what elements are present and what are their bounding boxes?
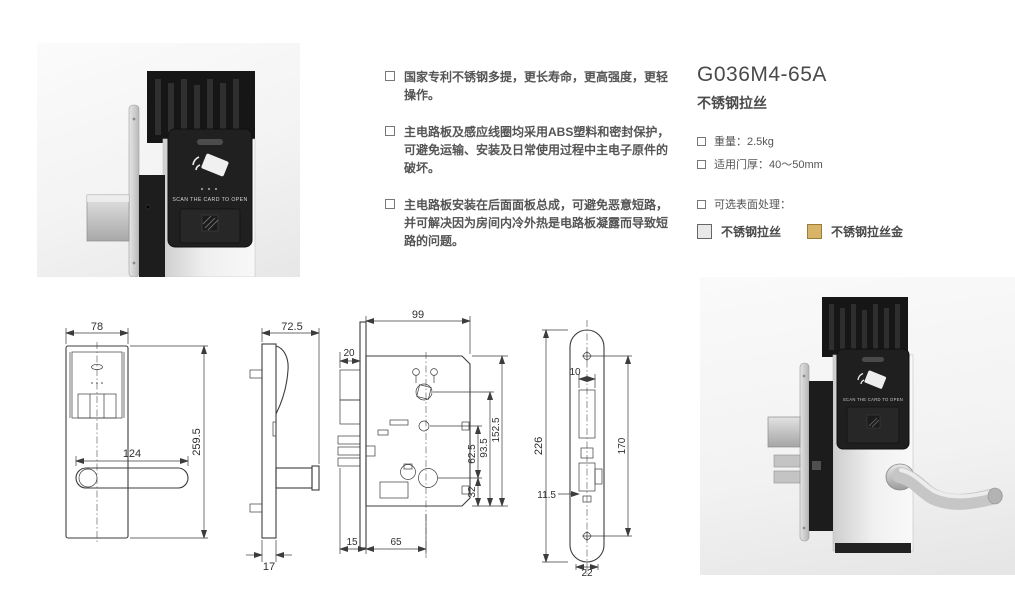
feature-item: 国家专利不锈钢多提，更长寿命，更高强度，更轻操作。 <box>385 68 673 104</box>
key-cover-flap <box>846 406 900 444</box>
dim-body-width: 99 <box>412 309 424 321</box>
silver-swatch <box>697 224 712 239</box>
mortise-assembly <box>767 362 833 542</box>
mortise-assembly <box>86 104 165 277</box>
product-finish-name: 不锈钢拉丝 <box>697 95 767 111</box>
lock-case <box>365 355 471 507</box>
mortise-faceplate <box>799 362 810 542</box>
finish-option-label: 不锈钢拉丝金 <box>831 225 904 239</box>
feature-text: 主电路板及感应线圈均采用ABS塑料和密封保护，可避免运输、安装及日常使用过程中主… <box>404 125 670 175</box>
led-indicator <box>862 357 884 362</box>
key-flap-outline <box>77 393 117 419</box>
feature-text: 国家专利不锈钢多提，更长寿命，更高强度，更轻操作。 <box>404 70 669 102</box>
card-reader-module: SCAN THE CARD TO OPEN <box>836 348 910 450</box>
finish-option-label: 不锈钢拉丝 <box>721 225 782 239</box>
dim-handle-length: 124 <box>123 448 141 460</box>
square-bullet-icon <box>697 136 706 146</box>
latch-bolt <box>767 416 801 448</box>
surface-options-label-row: 可选表面处理： <box>697 196 997 212</box>
spindle-hub <box>412 368 438 401</box>
lock-body-drawing: 99 20 15 65 62.5 32 93.5 152.5 <box>332 308 522 576</box>
mortise-faceplate <box>128 104 140 277</box>
dim-width: 78 <box>91 322 103 333</box>
finish-swatches: 不锈钢拉丝 不锈钢拉丝金 <box>697 223 997 240</box>
square-bullet-icon <box>697 199 706 209</box>
key-cover-flap <box>179 208 241 244</box>
scan-instruction-text: SCAN THE CARD TO OPEN <box>172 197 247 203</box>
feature-text: 主电路板安装在后面面板总成，可避免恶意短路，并可解决因为房间内冷外热是电路板凝露… <box>404 198 669 248</box>
dim-slot: 10 <box>569 367 581 378</box>
dim-thickness: 17 <box>263 561 275 572</box>
latch-bolt-plan <box>339 369 361 401</box>
dim-height: 259.5 <box>191 428 203 456</box>
spec-text: 重量：2.5kg <box>714 136 774 148</box>
lever-handle <box>885 463 1003 510</box>
dim-93: 93.5 <box>479 438 490 458</box>
dots <box>200 187 218 191</box>
square-bullet-icon <box>385 71 395 81</box>
product-model: G036M4-65A <box>697 63 827 86</box>
front-view-drawing: 78 124 259.5 <box>58 322 218 572</box>
dim-62: 62.5 <box>467 444 478 464</box>
bottom-cap <box>835 543 911 553</box>
surface-options-label: 可选表面处理： <box>714 199 791 211</box>
led-indicator <box>197 139 223 145</box>
square-bullet-icon <box>697 159 706 169</box>
rfid-card-icon <box>857 370 887 389</box>
rfid-card-icon <box>192 153 229 177</box>
lock-full-illustration: SCAN THE CARD TO OPEN <box>767 297 1003 553</box>
latch-slot <box>578 389 596 439</box>
gold-swatch <box>807 224 823 239</box>
lock-detail-illustration: SCAN THE CARD TO OPEN <box>86 71 256 277</box>
spec-text: 适用门厚：40～50mm <box>714 159 823 171</box>
mortise-body <box>809 381 833 531</box>
side-profile <box>261 343 277 539</box>
finish-option-silver: 不锈钢拉丝 <box>697 223 781 240</box>
dim-hole-spacing: 170 <box>617 437 628 454</box>
faceplate <box>359 321 367 549</box>
feature-item: 主电路板安装在后面面板总成，可避免恶意短路，并可解决因为房间内冷外热是电路板凝露… <box>385 196 673 250</box>
spec-weight: 重量：2.5kg <box>697 133 997 149</box>
dim-latch: 20 <box>343 348 355 359</box>
reader-cover-curve <box>275 345 289 415</box>
dim-152: 152.5 <box>491 417 502 442</box>
connector-comb <box>822 297 908 357</box>
scan-instruction-text: SCAN THE CARD TO OPEN <box>843 397 903 402</box>
mortise-body <box>139 175 165 277</box>
spec-list: 重量：2.5kg 适用门厚：40～50mm <box>697 133 997 172</box>
strike-plate-drawing: 226 170 10 11.5 22 <box>528 318 653 576</box>
square-bullet-icon <box>385 126 395 136</box>
card-reader-module: SCAN THE CARD TO OPEN <box>167 128 253 248</box>
side-view-drawing: 72.5 17 <box>232 322 332 572</box>
dim-plate-width: 22 <box>581 568 593 576</box>
dim-backset: 65 <box>390 537 402 548</box>
dim-plate-height: 226 <box>533 437 545 455</box>
product-info: G036M4-65A 不锈钢拉丝 重量：2.5kg 适用门厚：40～50mm 可… <box>697 63 997 240</box>
dim-32: 32 <box>467 486 478 498</box>
spec-door-thickness: 适用门厚：40～50mm <box>697 156 997 172</box>
latch-bolt <box>86 194 130 242</box>
dim-edge: 15 <box>346 537 358 548</box>
product-photo-full: SCAN THE CARD TO OPEN <box>700 277 1015 575</box>
cylinder-hole <box>418 468 438 488</box>
feature-list: 国家专利不锈钢多提，更长寿命，更高强度，更轻操作。 主电路板及感应线圈均采用AB… <box>385 68 673 269</box>
finish-option-gold: 不锈钢拉丝金 <box>807 223 903 240</box>
dim-depth: 72.5 <box>281 322 302 333</box>
product-photo-detail: SCAN THE CARD TO OPEN <box>37 43 300 277</box>
square-bullet-icon <box>385 199 395 209</box>
screw-holes <box>582 351 592 541</box>
dim-offset: 11.5 <box>537 490 556 501</box>
feature-item: 主电路板及感应线圈均采用ABS塑料和密封保护，可避免运输、安装及日常使用过程中主… <box>385 123 673 177</box>
handle-side <box>275 467 313 489</box>
handle-outline <box>75 467 189 489</box>
